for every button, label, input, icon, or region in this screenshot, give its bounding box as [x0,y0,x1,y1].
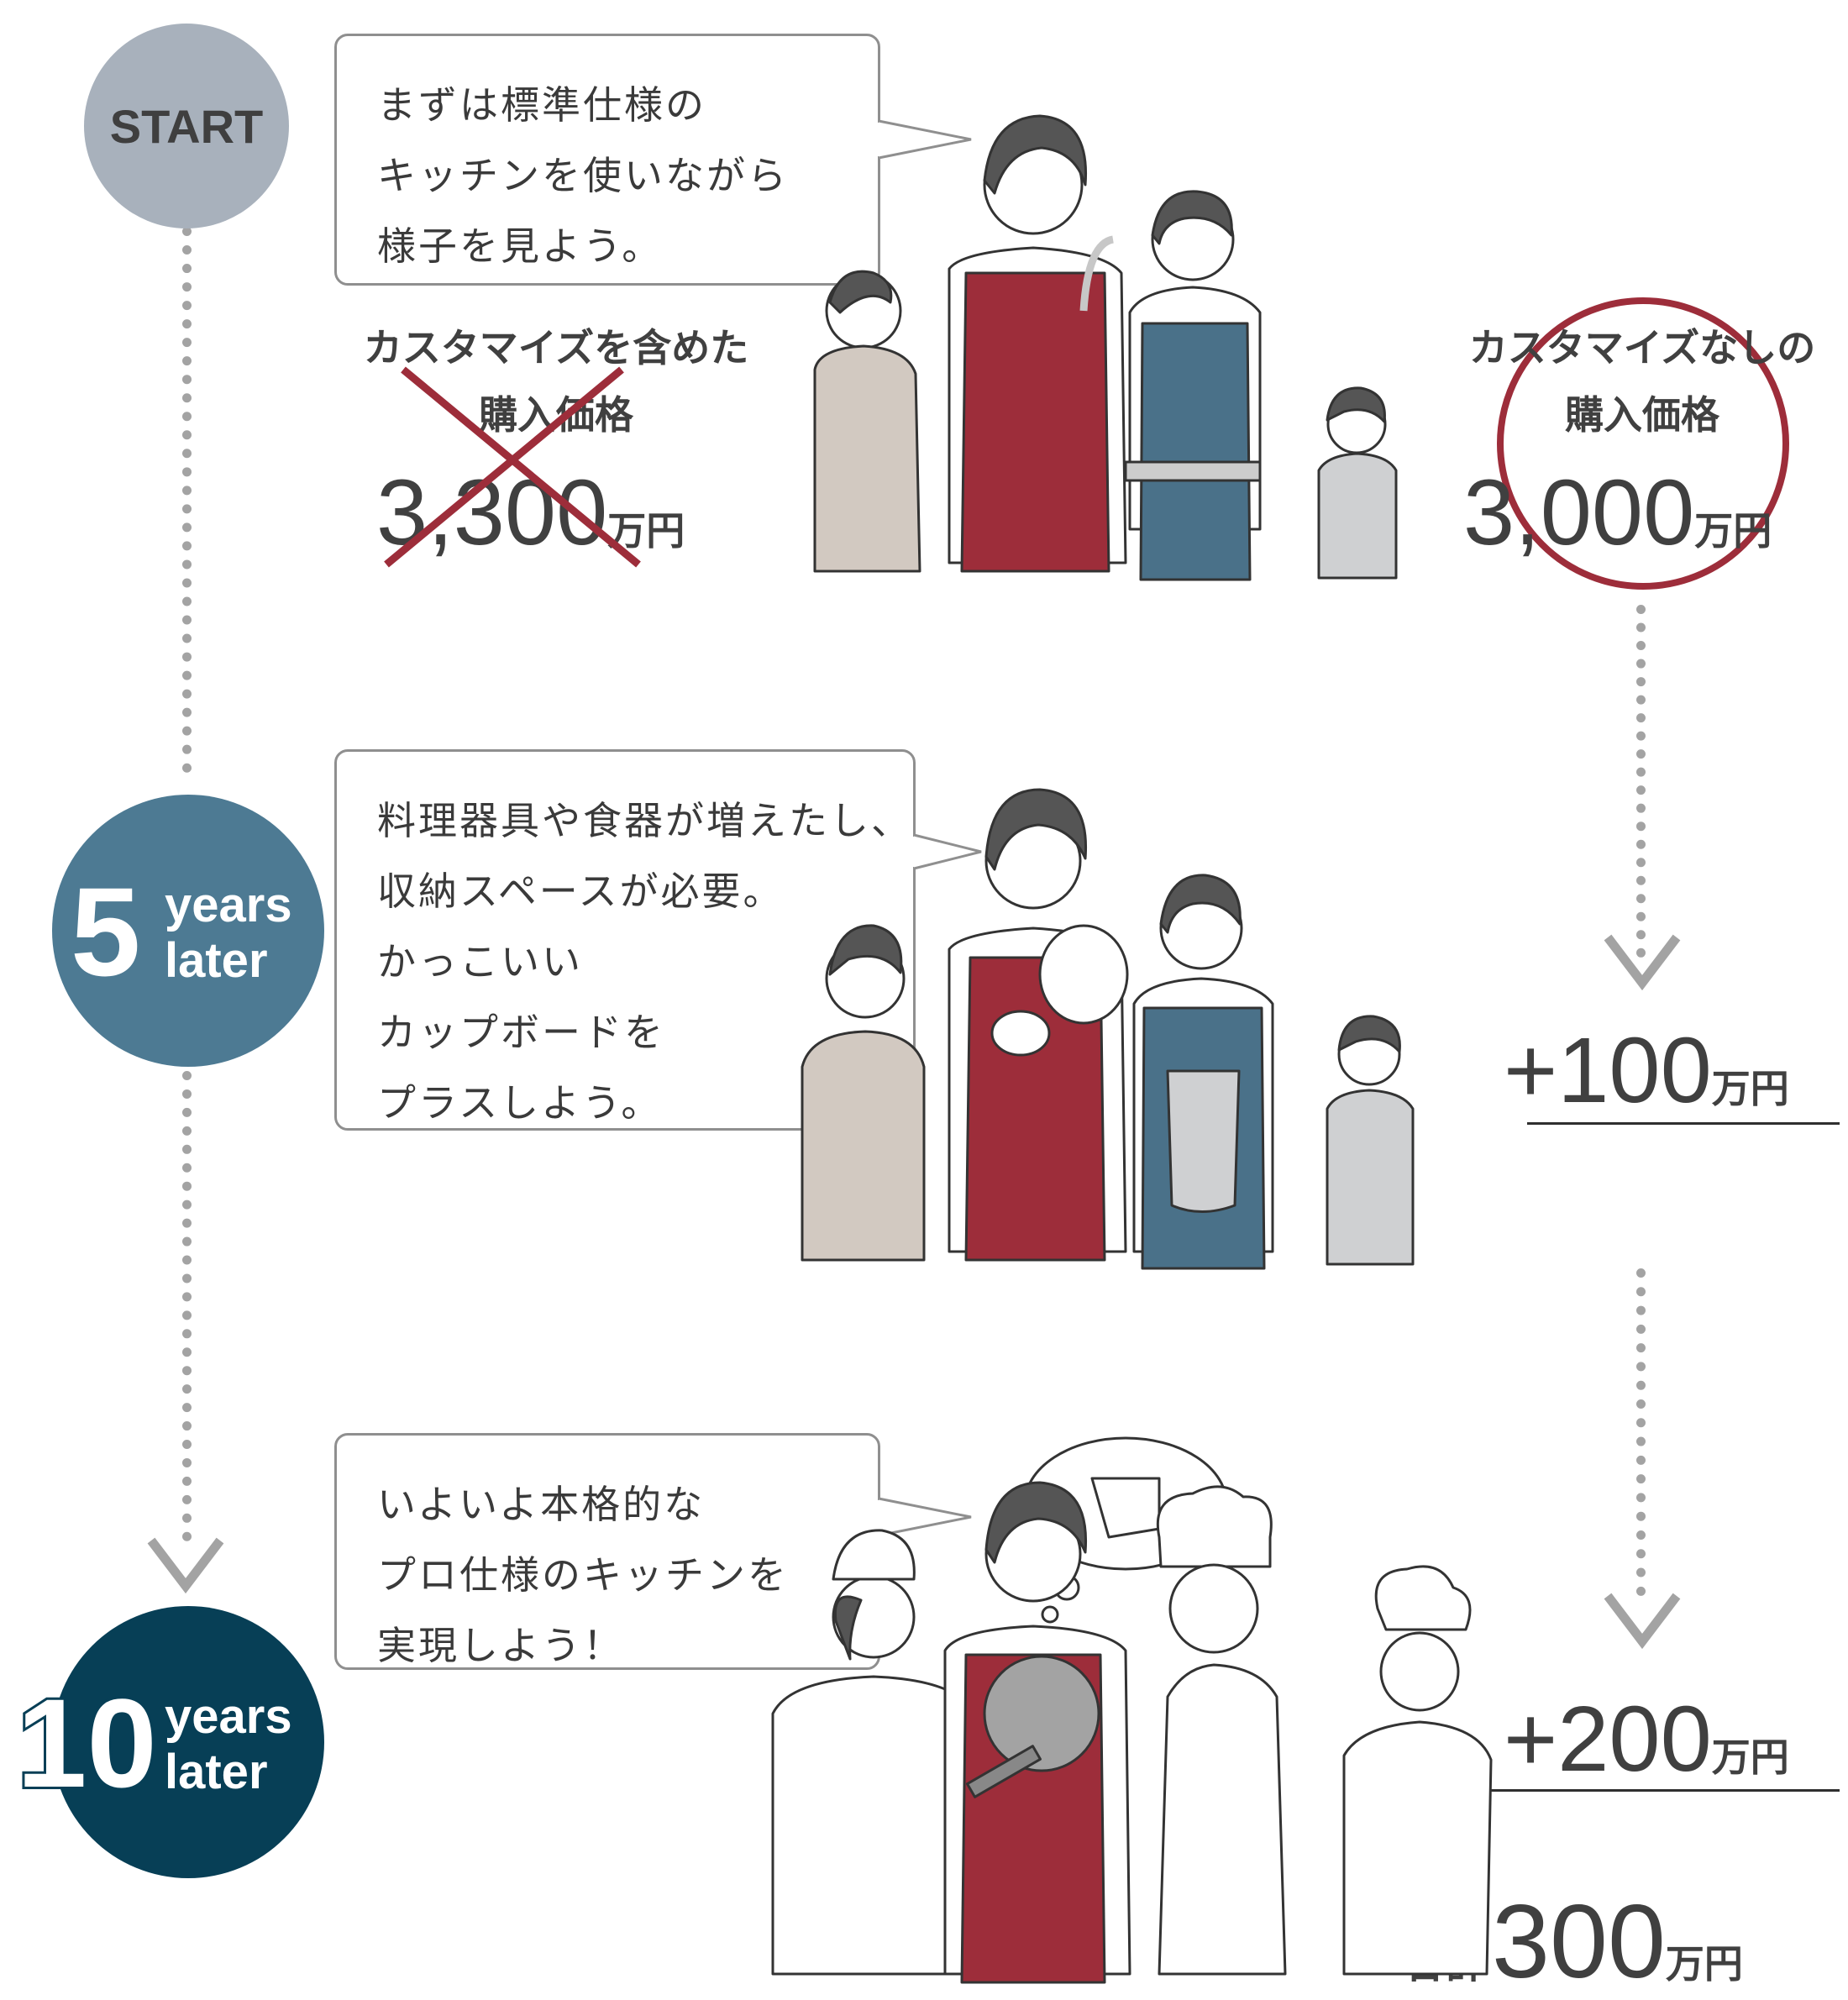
bubble-tail [909,833,982,870]
custom-price-unit: 万円 [607,508,685,554]
total-unit: 万円 [1665,1941,1743,1987]
add1-amount: +100 [1504,1019,1712,1122]
bubble-line: 様子を見よう。 [377,223,664,269]
family-illustration-five-years [801,788,1415,1270]
right-flow-dots-1 [1636,605,1646,958]
standard-price-unit: 万円 [1694,508,1772,554]
cross-out-icon [384,366,641,568]
bubble-tail [874,119,972,160]
add2-underline [1482,1789,1840,1792]
total-price: 合計300万円 [1404,1890,1743,1994]
family-illustration-start [813,114,1398,581]
start-label: START [109,99,264,153]
add-price-five-years: +100万円 [1504,1025,1789,1117]
ten-years-number: 10 [14,1672,160,1814]
ten-years-badge: 10 years later [14,1606,324,1878]
standard-price-label-1: カスタマイズなしの [1468,325,1816,370]
five-years-badge: 5 years later [52,795,324,1067]
standard-price-label-2: 購入価格 [1565,392,1719,438]
chefs-illustration-ten-years [771,1436,1493,1984]
standard-price: 3,000万円 [1463,467,1772,559]
speech-bubble-five-years: 料理器具や食器が増えたし、 収納スペースが必要。 かっこいい カップボードを プ… [334,749,916,1131]
bubble-line: かっこいい [377,939,583,984]
add1-underline [1527,1122,1840,1125]
add2-unit: 万円 [1711,1735,1789,1780]
bubble-line: 料理器具や食器が増えたし、 [377,798,912,843]
five-years-line1: years [165,878,292,932]
bubble-line: まずは標準仕様の [377,82,706,128]
standard-price-amount: 3,000 [1463,461,1695,564]
timeline-chevron-icon [147,1537,224,1594]
bubble-line: いよいよ本格的な [377,1482,706,1527]
add2-amount: +200 [1504,1688,1712,1791]
bubble-line: プロ仕様のキッチンを [377,1552,789,1598]
bubble-line: キッチンを使いながら [377,153,789,198]
flow-chevron-icon [1604,934,1681,991]
five-years-line2: later [165,933,268,988]
add-price-ten-years: +200万円 [1504,1693,1789,1786]
speech-bubble-start: まずは標準仕様の キッチンを使いながら 様子を見よう。 [334,34,880,286]
five-years-number: 5 [71,861,141,1002]
bubble-line: カップボードを [377,1010,665,1055]
custom-price-label-2: 購入価格 [479,392,633,438]
bubble-line: 収納スペースが必要。 [377,869,785,914]
bubble-line: プラスしよう。 [377,1080,663,1126]
bubble-tail [874,1497,972,1537]
total-amount: 300 [1492,1884,1666,2000]
timeline-dots-1 [182,227,192,773]
start-badge: START [84,24,289,228]
circle-mark-icon [1497,297,1789,590]
speech-bubble-ten-years: いよいよ本格的な プロ仕様のキッチンを 実現しよう！ [334,1433,880,1670]
right-flow-dots-2 [1636,1268,1646,1596]
ten-years-line1: years [165,1689,292,1744]
flow-chevron-icon [1604,1593,1681,1650]
add1-unit: 万円 [1711,1066,1789,1111]
bubble-line: 実現しよう！ [377,1623,624,1668]
timeline-dots-2 [182,1071,192,1541]
ten-years-line2: later [165,1745,268,1799]
custom-price-label-1: カスタマイズを含めた [363,325,749,370]
